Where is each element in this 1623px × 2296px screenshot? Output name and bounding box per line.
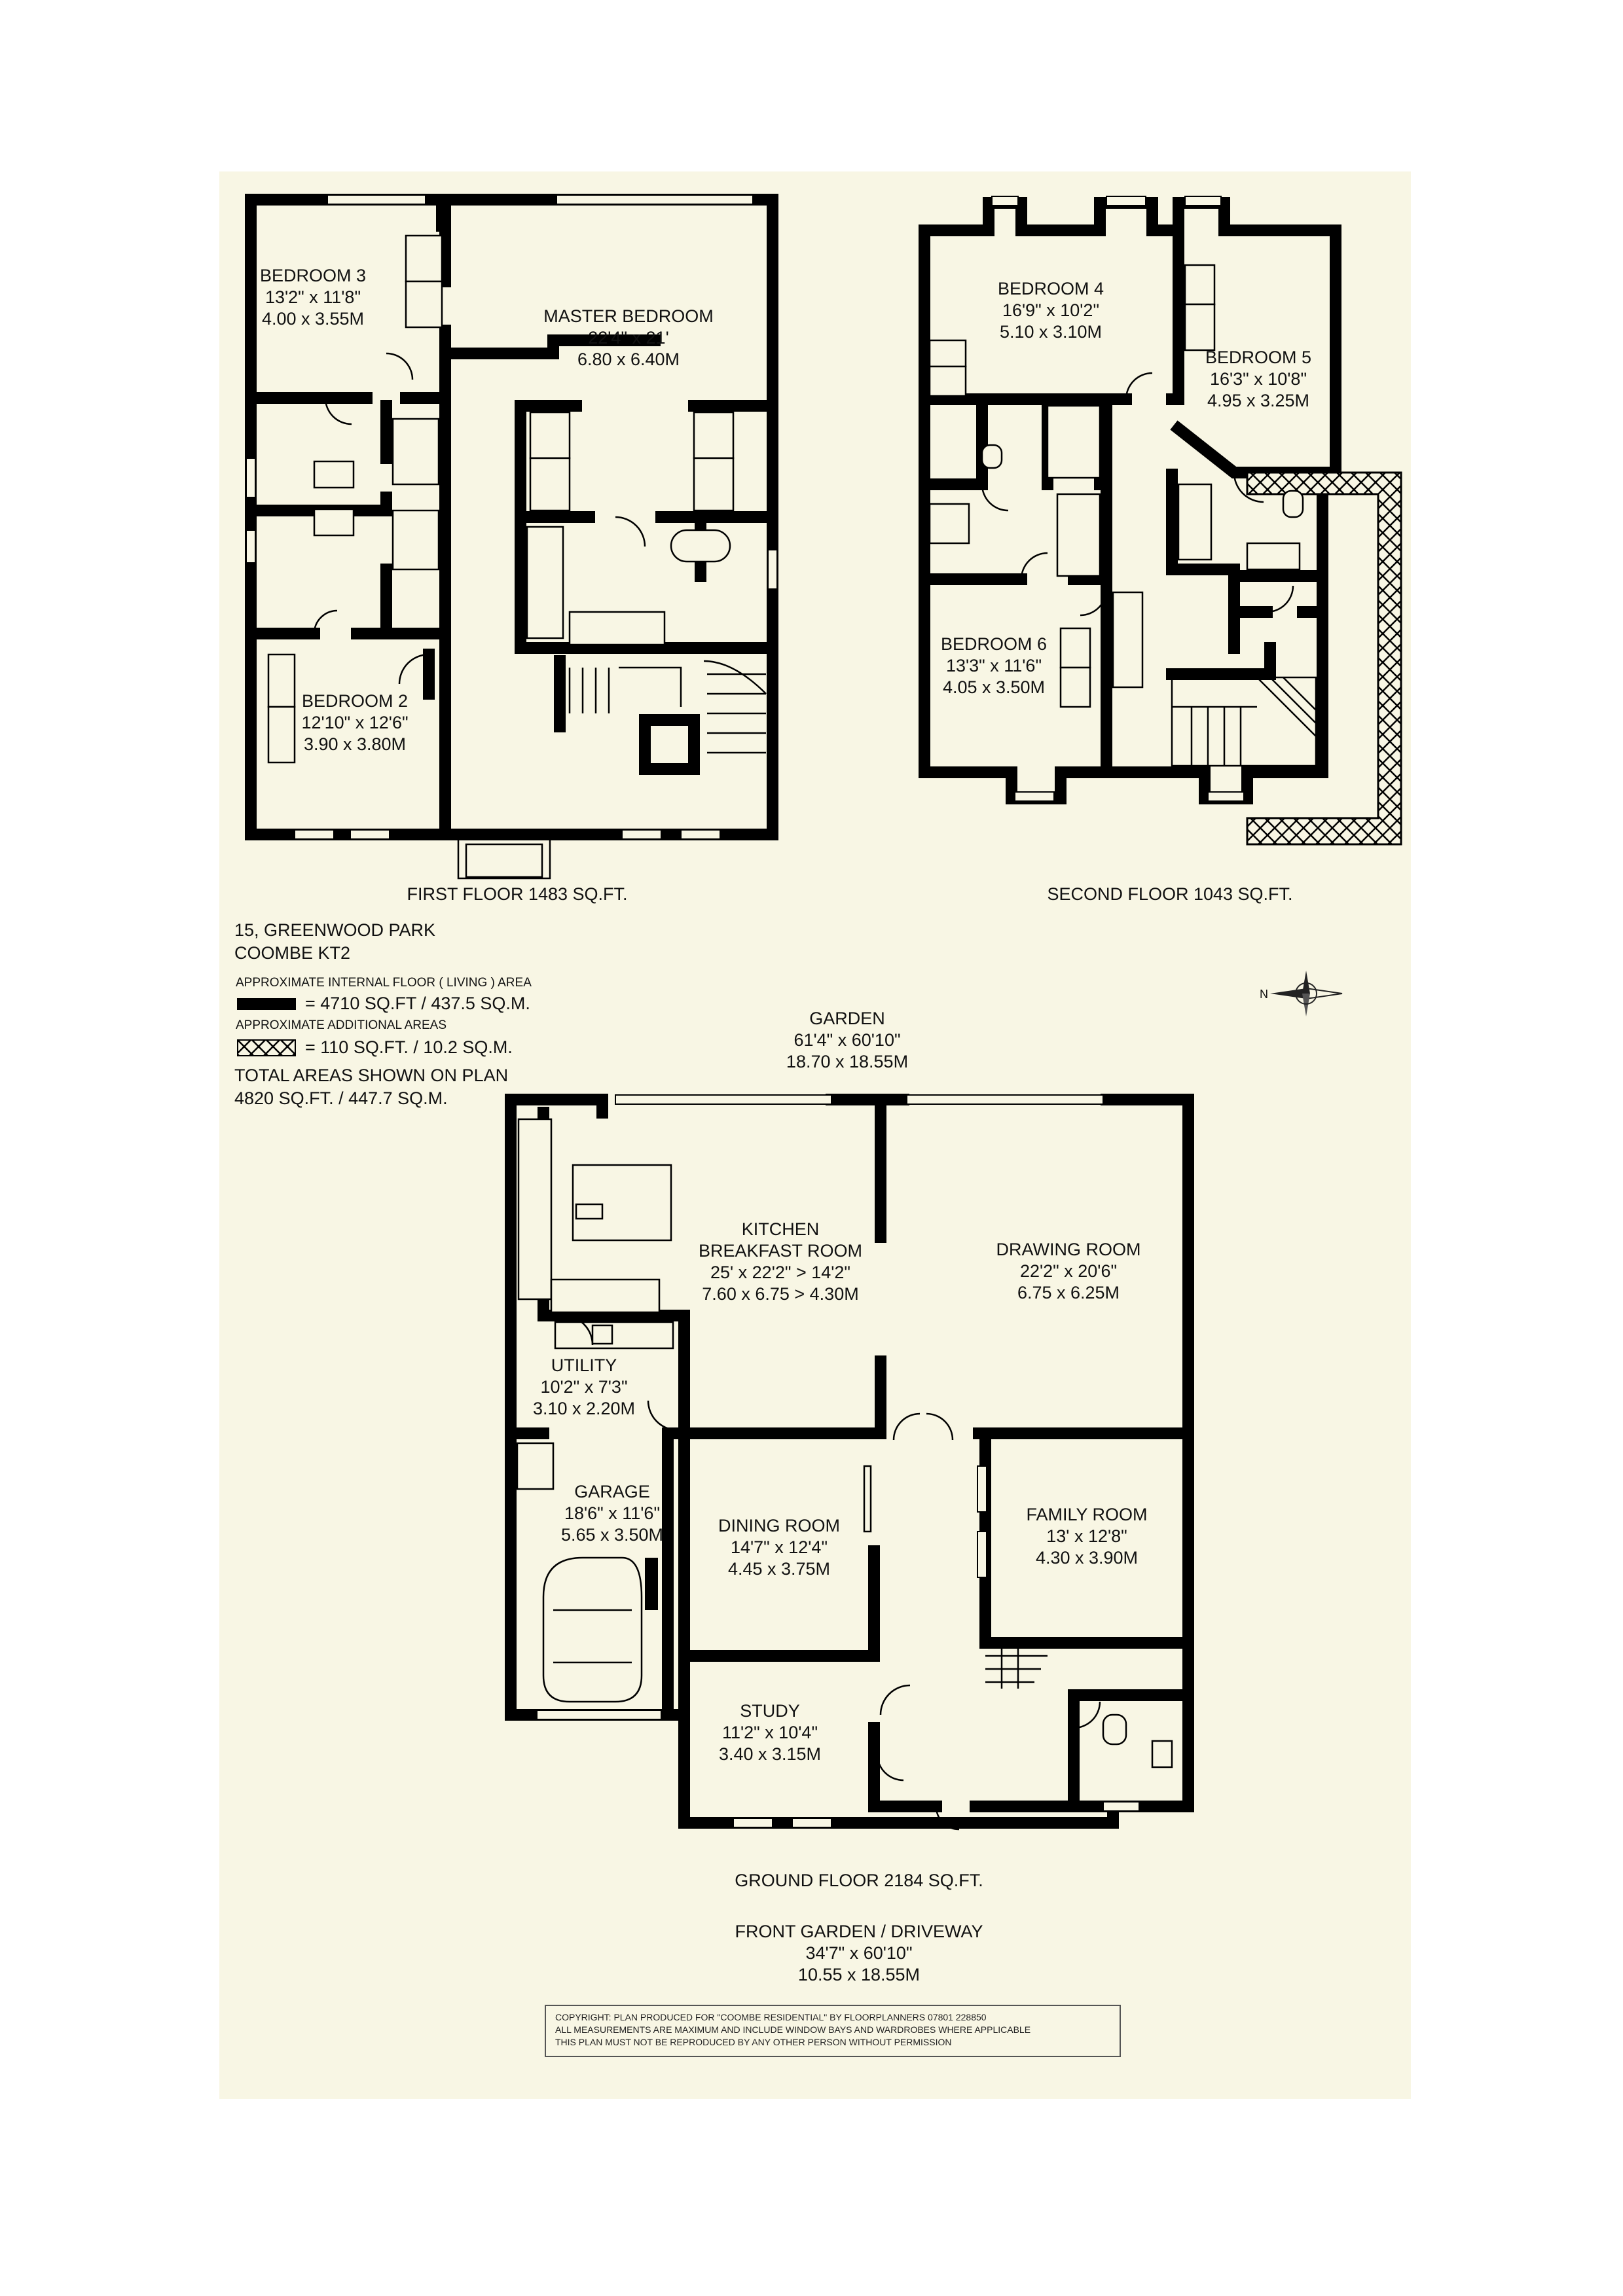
front-garden-label: FRONT GARDEN / DRIVEWAY 34'7" x 60'10" 1… [735,1921,983,1986]
room-metric: 4.95 x 3.25M [1207,391,1310,410]
room-label-utility: UTILITY 10'2" x 7'3" 3.10 x 2.20M [533,1355,635,1420]
room-label-dining-room: DINING ROOM 14'7" x 12'4" 4.45 x 3.75M [718,1515,840,1580]
copyright-box: COPYRIGHT: PLAN PRODUCED FOR "COOMBE RES… [545,2005,1121,2057]
room-imperial: 10'2" x 7'3" [540,1377,628,1397]
room-metric: 3.40 x 3.15M [718,1744,822,1764]
room-name: GARAGE [574,1482,650,1501]
legend-additional-label: APPROXIMATE ADDITIONAL AREAS [236,1018,447,1032]
room-name: STUDY [740,1701,800,1721]
legend-hatch-swatch [237,1039,296,1056]
room-name: UTILITY [551,1355,617,1375]
legend-total-label: TOTAL AREAS SHOWN ON PLAN [234,1066,509,1085]
second-floor-caption: SECOND FLOOR 1043 SQ.FT. [1047,884,1293,904]
room-metric: 6.80 x 6.40M [577,350,680,369]
room-name: BEDROOM 4 [997,279,1104,298]
room-label-bedroom-3: BEDROOM 3 13'2" x 11'8" 4.00 x 3.55M [260,265,366,330]
legend-solid-swatch [237,997,296,1010]
room-imperial: 14'7" x 12'4" [730,1537,828,1557]
compass-letter: N [1260,988,1268,1001]
north-compass-icon: N [1260,971,1343,1016]
room-name: DRAWING ROOM [996,1240,1141,1259]
room-imperial: 22'2" x 20'6" [1019,1261,1118,1281]
room-name: KITCHEN [741,1219,820,1239]
room-metric: 7.60 x 6.75 > 4.30M [702,1284,859,1304]
front-garden-metric: 10.55 x 18.55M [797,1965,921,1984]
room-imperial: 13'3" x 11'6" [945,656,1042,675]
room-imperial: 22'4" x 21' [588,328,669,348]
room-imperial: 16'3" x 10'8" [1209,369,1307,389]
room-metric: 3.10 x 2.20M [532,1399,636,1418]
room-name: BEDROOM 6 [940,634,1048,654]
copyright-line: ALL MEASUREMENTS ARE MAXIMUM AND INCLUDE… [555,2024,1031,2035]
legend-internal-label: APPROXIMATE INTERNAL FLOOR ( LIVING ) AR… [236,976,532,990]
first-floor-plan [245,194,778,880]
copyright-line: COPYRIGHT: PLAN PRODUCED FOR "COOMBE RES… [555,2012,987,2022]
second-floor-plan [919,196,1402,846]
room-metric: 5.65 x 3.50M [560,1525,664,1545]
address-line-1: 15, GREENWOOD PARK [234,920,436,940]
room-imperial: 11'2" x 10'4" [721,1723,818,1742]
room-metric: 4.00 x 3.55M [261,309,365,329]
legend-internal-row: = 4710 SQ.FT / 437.5 SQ.M. [237,994,530,1014]
room-metric: 5.10 x 3.10M [999,322,1103,342]
room-label-family-room: FAMILY ROOM 13' x 12'8" 4.30 x 3.90M [1026,1504,1147,1569]
room-imperial: 25' x 22'2" > 14'2" [710,1263,851,1282]
front-garden-name: FRONT GARDEN / DRIVEWAY [735,1922,983,1941]
room-imperial: 16'9" x 10'2" [1002,300,1100,320]
room-name: BEDROOM 3 [259,266,367,285]
room-metric: 4.30 x 3.90M [1035,1548,1139,1568]
room-label-study: STUDY 11'2" x 10'4" 3.40 x 3.15M [719,1700,821,1765]
room-imperial: 18'6" x 11'6" [564,1503,661,1523]
room-imperial: 12'10" x 12'6" [301,713,409,732]
room-metric: 6.75 x 6.25M [1017,1283,1120,1302]
room-name: FAMILY ROOM [1026,1505,1148,1524]
legend-additional-value: = 110 SQ.FT. / 10.2 SQ.M. [305,1037,513,1057]
room-metric: 4.05 x 3.50M [942,677,1046,697]
room-label-master-bedroom: MASTER BEDROOM 22'4" x 21' 6.80 x 6.40M [543,306,714,370]
room-name: DINING ROOM [718,1516,840,1535]
room-metric: 3.90 x 3.80M [303,734,407,754]
room-metric: 4.45 x 3.75M [727,1559,831,1579]
room-imperial: 13'2" x 11'8" [264,287,361,307]
legend-internal-value: = 4710 SQ.FT / 437.5 SQ.M. [305,994,530,1013]
plan-sheet [219,171,1411,2099]
room-label-garage: GARAGE 18'6" x 11'6" 5.65 x 3.50M [561,1481,663,1546]
ground-floor-caption: GROUND FLOOR 2184 SQ.FT. [735,1871,983,1890]
room-name: MASTER BEDROOM [543,306,714,326]
garden-name: GARDEN [809,1009,885,1028]
room-name: BEDROOM 5 [1205,348,1312,367]
garden-metric: 18.70 x 18.55M [786,1052,909,1071]
ground-floor-plan [505,1094,1194,1831]
room-label-bedroom-5: BEDROOM 5 16'3" x 10'8" 4.95 x 3.25M [1205,347,1311,412]
legend-additional-row: = 110 SQ.FT. / 10.2 SQ.M. [237,1037,513,1058]
room-label-bedroom-4: BEDROOM 4 16'9" x 10'2" 5.10 x 3.10M [998,278,1104,343]
room-label-bedroom-2: BEDROOM 2 12'10" x 12'6" 3.90 x 3.80M [301,691,408,755]
garden-imperial: 61'4" x 60'10" [793,1030,901,1050]
front-garden-imperial: 34'7" x 60'10" [805,1943,913,1963]
room-label-drawing-room: DRAWING ROOM 22'2" x 20'6" 6.75 x 6.25M [996,1239,1141,1304]
room-label-bedroom-6: BEDROOM 6 13'3" x 11'6" 4.05 x 3.50M [941,634,1047,698]
room-imperial: 13' x 12'8" [1046,1526,1127,1546]
copyright-line: THIS PLAN MUST NOT BE REPRODUCED BY ANY … [555,2037,952,2047]
garden-label: GARDEN 61'4" x 60'10" 18.70 x 18.55M [786,1008,908,1073]
address-line-2: COOMBE KT2 [234,943,351,963]
room-label-kitchen: KITCHEN BREAKFAST ROOM 25' x 22'2" > 14'… [699,1219,862,1305]
room-name: BEDROOM 2 [301,691,409,711]
legend-total-value: 4820 SQ.FT. / 447.7 SQ.M. [234,1088,448,1108]
room-name-2: BREAKFAST ROOM [698,1241,863,1261]
first-floor-caption: FIRST FLOOR 1483 SQ.FT. [407,884,628,904]
